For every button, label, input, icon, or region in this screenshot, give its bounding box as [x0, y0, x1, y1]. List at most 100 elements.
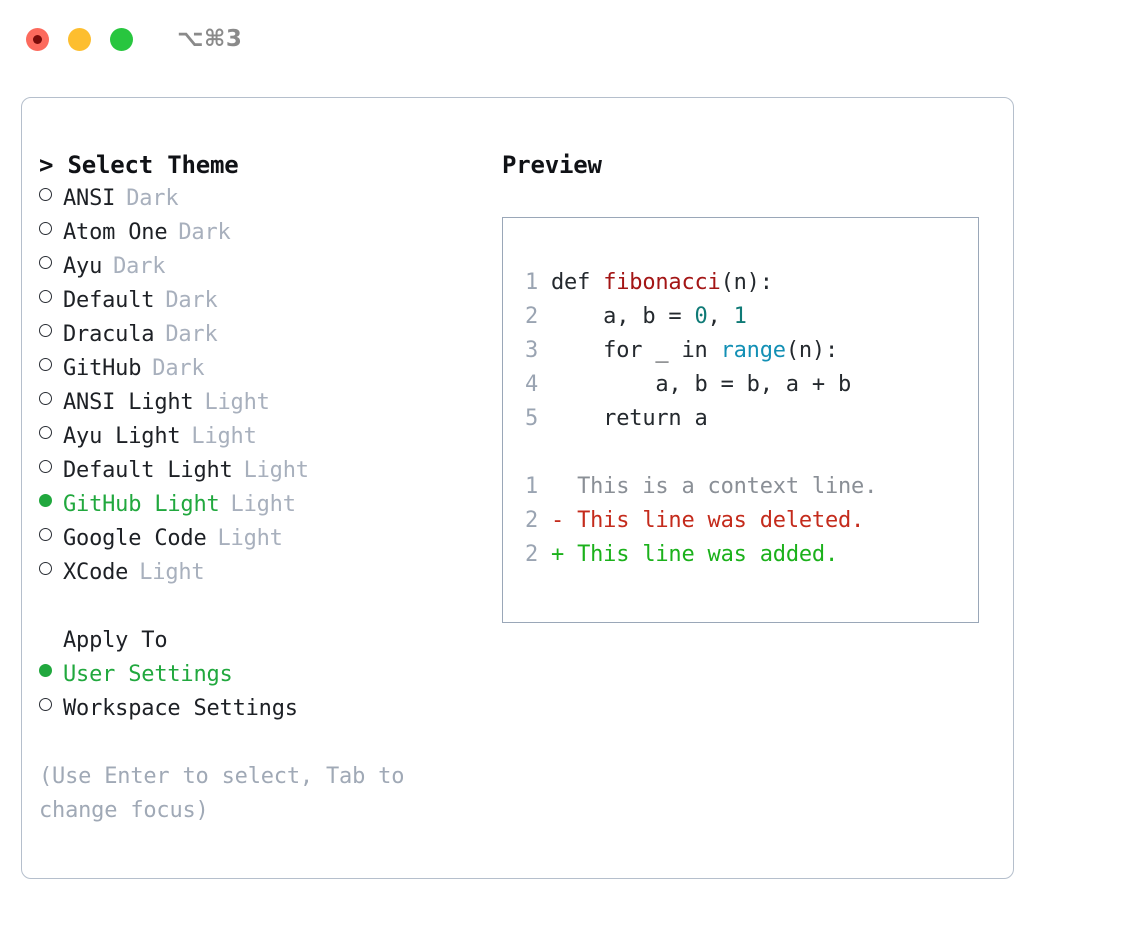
theme-option-label: Default [63, 288, 155, 313]
code-preview-box: 1 def fibonacci(n): 2 a, b = 0, 1 3 for … [502, 217, 979, 623]
line-number: 5 [525, 406, 539, 431]
theme-option-label: Ayu [63, 254, 103, 279]
theme-option-label: XCode [63, 560, 129, 585]
code-line: 3 for _ in range(n): [525, 334, 978, 368]
theme-option-google-code[interactable]: Google Code Light [39, 522, 502, 556]
diff-text: This line was deleted. [577, 508, 865, 533]
diff-line-deleted: 2 - This line was deleted. [525, 504, 978, 538]
code-line: 1 def fibonacci(n): [525, 266, 978, 300]
theme-option-label: Ayu Light [63, 424, 181, 449]
main-panel: > Select Theme ANSI Dark Atom One Dark [21, 97, 1014, 879]
diff-line-context: 1 This is a context line. [525, 470, 978, 504]
radio-icon[interactable] [39, 188, 52, 201]
section-spacer [39, 590, 502, 624]
theme-option-default[interactable]: Default Dark [39, 284, 502, 318]
diff-line-added: 2 + This line was added. [525, 538, 978, 572]
theme-option-tag: Dark [126, 186, 179, 211]
radio-icon[interactable] [39, 358, 52, 371]
diff-snippet: 1 This is a context line. 2 - This line … [525, 470, 978, 572]
code-token: a, b = [551, 304, 695, 329]
theme-option-atom-one[interactable]: Atom One Dark [39, 216, 502, 250]
code-line: 4 a, b = b, a + b [525, 368, 978, 402]
theme-option-tag: Dark [113, 254, 166, 279]
theme-option-label: GitHub Light [63, 492, 220, 517]
theme-option-tag: Light [230, 492, 296, 517]
theme-option-tag: Dark [165, 322, 218, 347]
code-line: 2 a, b = 0, 1 [525, 300, 978, 334]
radio-icon[interactable] [39, 426, 52, 439]
radio-icon[interactable] [39, 698, 52, 711]
code-content: return a [551, 406, 708, 431]
theme-option-ayu[interactable]: Ayu Dark [39, 250, 502, 284]
line-number: 2 [525, 304, 539, 329]
apply-to-option-user-settings[interactable]: User Settings [39, 658, 502, 692]
theme-option-tag: Light [204, 390, 270, 415]
apply-to-option-label: Workspace Settings [63, 696, 298, 721]
line-number: 2 [525, 508, 539, 533]
theme-option-label: Dracula [63, 322, 155, 347]
radio-icon[interactable] [39, 256, 52, 269]
select-theme-heading: > Select Theme [39, 151, 239, 179]
theme-option-github-light[interactable]: GitHub Light Light [39, 488, 502, 522]
theme-option-dracula[interactable]: Dracula Dark [39, 318, 502, 352]
theme-option-label: Default Light [63, 458, 233, 483]
line-number: 4 [525, 372, 539, 397]
theme-option-ansi[interactable]: ANSI Dark [39, 182, 502, 216]
theme-option-tag: Dark [178, 220, 231, 245]
apply-to-option-label: User Settings [63, 662, 233, 687]
theme-option-label: GitHub [63, 356, 142, 381]
diff-marker: + [551, 542, 578, 567]
diff-marker: - [551, 508, 578, 533]
diff-marker [551, 470, 577, 504]
theme-option-tag: Light [243, 458, 309, 483]
line-number: 1 [525, 474, 539, 499]
theme-selection-column: > Select Theme ANSI Dark Atom One Dark [22, 98, 502, 878]
theme-option-ayu-light[interactable]: Ayu Light Light [39, 420, 502, 454]
radio-icon[interactable] [39, 528, 52, 541]
code-token-number: 0 [694, 304, 708, 329]
radio-selected-icon[interactable] [39, 494, 52, 507]
title-bar: ⌥⌘3 [0, 0, 1140, 78]
code-token-number: 1 [733, 304, 747, 329]
theme-option-default-light[interactable]: Default Light Light [39, 454, 502, 488]
theme-option-label: Google Code [63, 526, 207, 551]
code-token: , [707, 304, 734, 329]
maximize-button-icon[interactable] [110, 27, 133, 51]
theme-option-ansi-light[interactable]: ANSI Light Light [39, 386, 502, 420]
theme-option-tag: Dark [152, 356, 205, 381]
recording-dot-icon [33, 34, 42, 44]
line-number: 3 [525, 338, 539, 363]
preview-heading: Preview [502, 151, 602, 179]
theme-option-tag: Dark [165, 288, 218, 313]
code-token-function: fibonacci [603, 270, 721, 295]
code-token-call: range [720, 338, 786, 363]
radio-icon[interactable] [39, 290, 52, 303]
theme-option-xcode[interactable]: XCode Light [39, 556, 502, 590]
theme-option-tag: Light [191, 424, 257, 449]
code-content: def fibonacci(n): [551, 266, 773, 300]
code-token: def [551, 270, 604, 295]
theme-option-label: ANSI Light [63, 390, 194, 415]
theme-option-list: ANSI Dark Atom One Dark Ayu Dark [39, 182, 502, 590]
theme-option-github[interactable]: GitHub Dark [39, 352, 502, 386]
window-controls [26, 27, 133, 51]
close-button-icon[interactable] [26, 27, 49, 51]
minimize-button-icon[interactable] [68, 27, 91, 51]
theme-option-tag: Light [139, 560, 205, 585]
radio-icon[interactable] [39, 324, 52, 337]
code-line: 5 return a [525, 402, 978, 436]
theme-option-label: Atom One [63, 220, 168, 245]
radio-icon[interactable] [39, 222, 52, 235]
code-token: (n): [720, 270, 773, 295]
radio-icon[interactable] [39, 392, 52, 405]
keyboard-hint-text: (Use Enter to select, Tab to change focu… [39, 764, 405, 823]
radio-icon[interactable] [39, 562, 52, 575]
apply-to-option-workspace-settings[interactable]: Workspace Settings [39, 692, 502, 726]
line-number: 1 [525, 270, 539, 295]
radio-icon[interactable] [39, 460, 52, 473]
code-content: for _ in range(n): [551, 334, 838, 368]
diff-spacer [525, 436, 978, 470]
line-number: 2 [525, 542, 539, 567]
radio-selected-icon[interactable] [39, 664, 52, 677]
